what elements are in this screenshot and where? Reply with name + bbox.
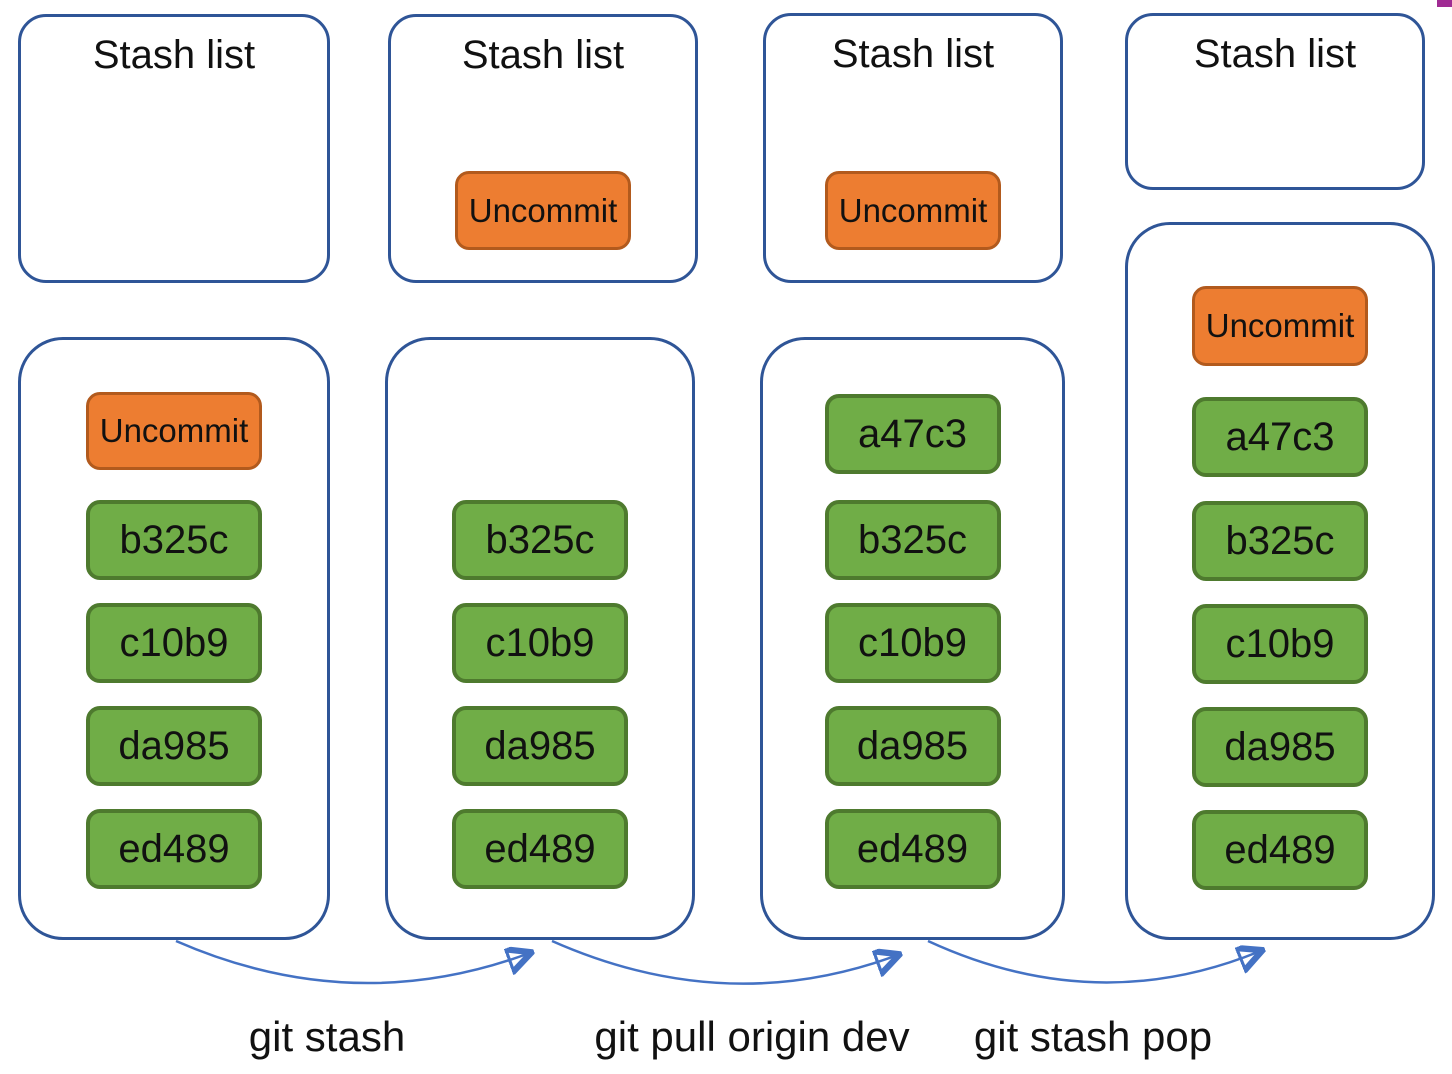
arrow-git-stash bbox=[175, 939, 527, 985]
commit-node-da985: da985 bbox=[824, 706, 1001, 786]
commit-node-b325c: b325c bbox=[824, 500, 1001, 580]
commit-node-ed489: ed489 bbox=[1192, 810, 1368, 890]
uncommit-node: Uncommit bbox=[86, 392, 262, 470]
commit-node-c10b9: c10b9 bbox=[86, 603, 262, 683]
stash-list-title: Stash list bbox=[461, 33, 625, 77]
stash-list-title: Stash list bbox=[1193, 32, 1357, 76]
history-box-2: b325c c10b9 da985 ed489 bbox=[385, 337, 695, 940]
command-label-git-stash: git stash bbox=[248, 1013, 406, 1060]
commit-node-b325c: b325c bbox=[452, 500, 628, 580]
commit-node-da985: da985 bbox=[86, 706, 262, 786]
commit-node-c10b9: c10b9 bbox=[452, 603, 628, 683]
commit-node-c10b9: c10b9 bbox=[824, 603, 1001, 683]
commit-node-ed489: ed489 bbox=[824, 809, 1001, 889]
command-label-git-stash-pop: git stash pop bbox=[973, 1013, 1213, 1060]
stashed-uncommit-node: Uncommit bbox=[825, 171, 1001, 250]
commit-node-a47c3: a47c3 bbox=[824, 394, 1001, 474]
commit-node-c10b9: c10b9 bbox=[1192, 604, 1368, 684]
history-box-1: Uncommit b325c c10b9 da985 ed489 bbox=[18, 337, 330, 940]
history-box-4: Uncommit a47c3 b325c c10b9 da985 ed489 bbox=[1125, 222, 1435, 940]
arrow-git-pull-origin-dev bbox=[551, 939, 895, 985]
stash-list-title: Stash list bbox=[92, 33, 256, 77]
stash-list-box-2: Stash list Uncommit bbox=[388, 14, 698, 283]
commit-node-ed489: ed489 bbox=[452, 809, 628, 889]
commit-node-b325c: b325c bbox=[86, 500, 262, 580]
stashed-uncommit-node: Uncommit bbox=[455, 171, 631, 250]
commit-node-a47c3: a47c3 bbox=[1192, 397, 1368, 477]
commit-node-ed489: ed489 bbox=[86, 809, 262, 889]
stash-list-box-3: Stash list Uncommit bbox=[763, 13, 1063, 283]
history-box-3: a47c3 b325c c10b9 da985 ed489 bbox=[760, 337, 1065, 940]
stash-list-box-1: Stash list bbox=[18, 14, 330, 283]
commit-node-b325c: b325c bbox=[1192, 501, 1368, 581]
commit-node-da985: da985 bbox=[452, 706, 628, 786]
commit-node-da985: da985 bbox=[1192, 707, 1368, 787]
stash-list-box-4: Stash list bbox=[1125, 13, 1425, 190]
corner-mark bbox=[1437, 0, 1452, 7]
uncommit-node: Uncommit bbox=[1192, 286, 1368, 366]
command-label-git-pull-origin-dev: git pull origin dev bbox=[594, 1013, 910, 1060]
arrow-git-stash-pop bbox=[927, 939, 1258, 984]
stash-list-title: Stash list bbox=[831, 32, 995, 76]
